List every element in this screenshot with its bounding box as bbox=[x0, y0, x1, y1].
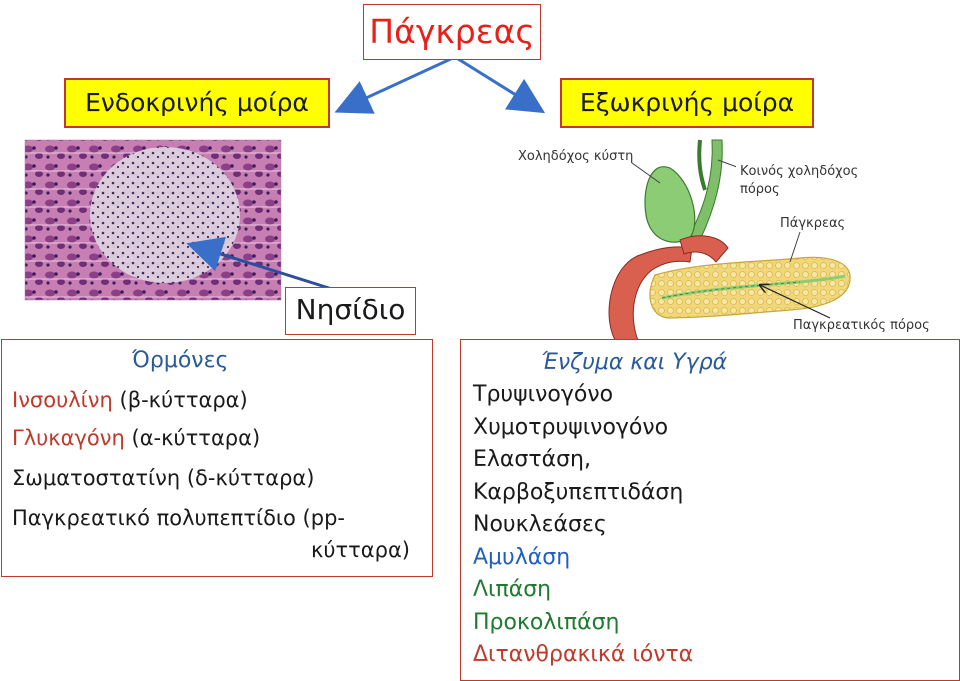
hormone-item: Ινσουλίνη (β-κύτταρα) bbox=[12, 388, 248, 412]
endocrine-label: Ενδοκρινής μοίρα bbox=[64, 78, 330, 128]
common-bile-duct-label-line1: Κοινός χοληδόχος bbox=[740, 164, 859, 179]
enzymes-heading: Ένζυμα και Υγρά bbox=[541, 350, 728, 375]
enzyme-item: Νουκλεάσες bbox=[473, 512, 607, 537]
gallbladder-label: Χοληδόχος κύστη bbox=[518, 149, 634, 164]
histology-image bbox=[24, 139, 282, 301]
hormone-item-continued: κύτταρα) bbox=[311, 538, 410, 562]
hormone-item: Σωματοστατίνη (δ-κύτταρα) bbox=[12, 466, 314, 490]
arrow-to-endocrine bbox=[334, 55, 456, 114]
enzyme-item: Ελαστάση, bbox=[473, 447, 591, 472]
enzyme-item: Προκολιπάση bbox=[473, 609, 620, 635]
hormone-name: Ινσουλίνη bbox=[12, 388, 113, 412]
pancreatic-duct-label: Παγκρεατικός πόρος bbox=[793, 318, 930, 333]
hormones-heading: Όρμόνες bbox=[132, 348, 229, 373]
enzyme-item: Διτανθρακικά ιόντα bbox=[473, 642, 694, 667]
hormone-name: Σωματοστατίνη bbox=[12, 466, 181, 490]
hormone-cells: (α-κύτταρα) bbox=[131, 426, 261, 450]
common-bile-duct-label: Κοινός χοληδόχος πόρος bbox=[736, 162, 863, 200]
enzyme-item: Λιπάση bbox=[473, 577, 552, 602]
pancreas-organ-label: Πάγκρεας bbox=[776, 215, 850, 232]
common-bile-duct-label-line2: πόρος bbox=[740, 182, 780, 197]
arrow-to-islet bbox=[186, 236, 333, 291]
hormone-name: Γλυκαγόνη bbox=[12, 426, 125, 450]
islet-label: Νησίδιο bbox=[285, 287, 416, 335]
enzyme-item: Αμυλάση bbox=[473, 544, 571, 570]
page-title: Πάγκρεας bbox=[363, 4, 541, 60]
arrow-to-exocrine bbox=[454, 55, 546, 114]
pancreas-illustration bbox=[608, 139, 851, 346]
hormone-cells: κύτταρα) bbox=[310, 538, 410, 562]
hormone-item: Παγκρεατικό πολυπεπτίδιο (pp- bbox=[12, 506, 345, 530]
enzyme-item: Τρυψινογόνο bbox=[473, 382, 614, 407]
enzyme-item: Καρβοξυπεπτιδάση bbox=[473, 479, 684, 505]
hormones-panel: Όρμόνες Ινσουλίνη (β-κύτταρα) Γλυκαγόνη … bbox=[1, 339, 433, 577]
hormone-name: Παγκρεατικό πολυπεπτίδιο (pp- bbox=[12, 506, 345, 530]
hormone-cells: (β-κύτταρα) bbox=[119, 388, 248, 412]
hormone-item: Γλυκαγόνη (α-κύτταρα) bbox=[12, 426, 260, 450]
enzyme-item: Χυμοτρυψινογόνο bbox=[473, 414, 669, 440]
exocrine-label: Εξωκρινής μοίρα bbox=[560, 78, 814, 128]
hormone-cells: (δ-κύτταρα) bbox=[186, 466, 315, 490]
